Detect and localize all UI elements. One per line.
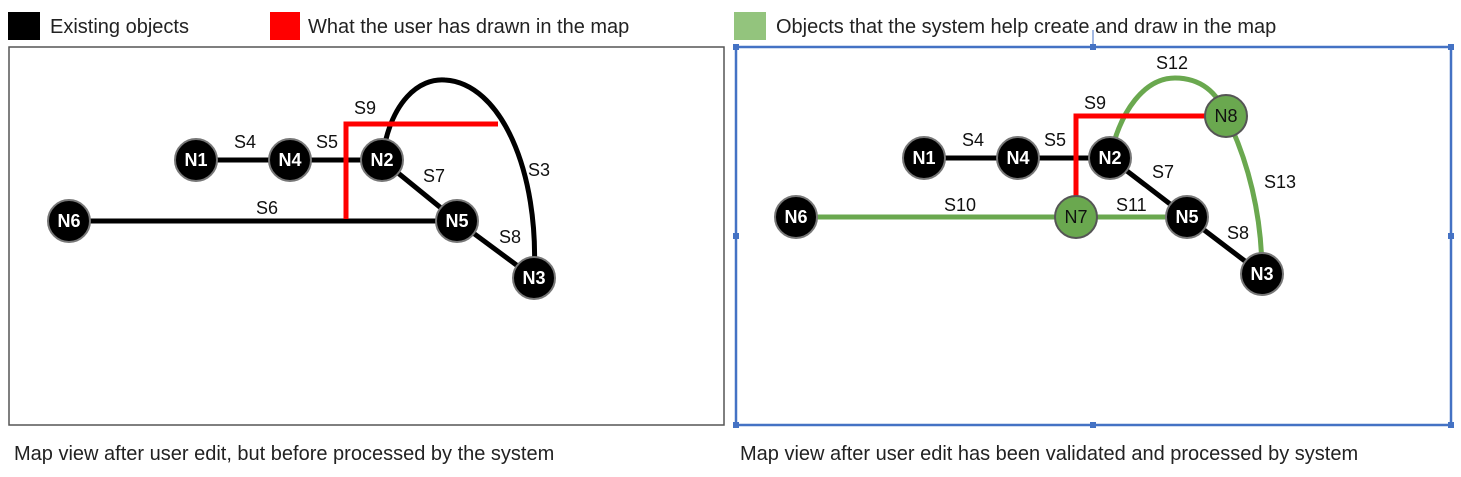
- node-label-n3: N3: [1250, 264, 1273, 284]
- node-label-n6: N6: [784, 207, 807, 227]
- node-label-n2: N2: [1098, 148, 1121, 168]
- selection-handles[interactable]: [733, 44, 1454, 428]
- legend-swatch-existing: [8, 12, 40, 40]
- legend: Existing objects What the user has drawn…: [8, 12, 1276, 40]
- panel-after: S4 S5 S9 S12 S7 S13 S10 S11 S8 N1 N4 N2 …: [733, 30, 1454, 465]
- node-n8: N8: [1204, 94, 1248, 138]
- legend-label-user: What the user has drawn in the map: [308, 16, 629, 38]
- segment-label-s4: S4: [962, 130, 984, 150]
- segment-label-s8: S8: [1227, 223, 1249, 243]
- handle-middle-left[interactable]: [733, 233, 739, 239]
- node-label-n8: N8: [1214, 106, 1237, 126]
- handle-bottom-left[interactable]: [733, 422, 739, 428]
- node-label-n1: N1: [912, 148, 935, 168]
- segment-label-s9: S9: [354, 98, 376, 118]
- segment-label-s5: S5: [316, 132, 338, 152]
- node-n5: N5: [435, 199, 479, 243]
- panel-before: S4 S5 S9 S7 S3 S6 S8 N1 N4 N2 N5 N3 N: [8, 46, 725, 465]
- node-n4: N4: [996, 136, 1040, 180]
- legend-label-existing: Existing objects: [50, 16, 189, 38]
- node-label-n4: N4: [278, 150, 301, 170]
- caption-before: Map view after user edit, but before pro…: [14, 443, 554, 465]
- segment-label-s6: S6: [256, 198, 278, 218]
- node-n1: N1: [902, 136, 946, 180]
- segment-s12: [1107, 75, 1229, 159]
- panel-after-frame[interactable]: [734, 45, 1453, 427]
- node-label-n5: N5: [445, 211, 468, 231]
- node-label-n3: N3: [522, 268, 545, 288]
- node-n2: N2: [360, 138, 404, 182]
- panel-before-frame: [8, 46, 725, 426]
- node-n7: N7: [1054, 195, 1098, 239]
- handle-bottom-center[interactable]: [1090, 422, 1096, 428]
- legend-swatch-system: [734, 12, 766, 40]
- node-n6: N6: [774, 195, 818, 239]
- segment-label-s8: S8: [499, 227, 521, 247]
- node-n2: N2: [1088, 136, 1132, 180]
- segment-label-s3: S3: [528, 160, 550, 180]
- handle-bottom-right[interactable]: [1448, 422, 1454, 428]
- node-label-n7: N7: [1064, 207, 1087, 227]
- node-label-n4: N4: [1006, 148, 1029, 168]
- segment-label-s12: S12: [1156, 53, 1188, 73]
- segment-s3: [379, 77, 538, 279]
- node-label-n2: N2: [370, 150, 393, 170]
- handle-top-left[interactable]: [733, 44, 739, 50]
- handle-top-center[interactable]: [1090, 44, 1096, 50]
- segment-label-s7: S7: [1152, 162, 1174, 182]
- node-label-n6: N6: [57, 211, 80, 231]
- segment-label-s7: S7: [423, 166, 445, 186]
- segment-label-s11: S11: [1116, 195, 1147, 215]
- user-drawn-segment-s9: [1073, 113, 1226, 217]
- handle-top-right[interactable]: [1448, 44, 1454, 50]
- node-n4: N4: [268, 138, 312, 182]
- segment-label-s4: S4: [234, 132, 256, 152]
- node-label-n1: N1: [184, 150, 207, 170]
- node-n3: N3: [512, 256, 556, 300]
- node-n6: N6: [47, 199, 91, 243]
- node-n3: N3: [1240, 252, 1284, 296]
- caption-after: Map view after user edit has been valida…: [740, 443, 1358, 465]
- legend-label-system: Objects that the system help create and …: [776, 16, 1276, 38]
- legend-swatch-user: [270, 12, 300, 40]
- segment-label-s5: S5: [1044, 130, 1066, 150]
- segment-label-s9: S9: [1084, 93, 1106, 113]
- handle-middle-right[interactable]: [1448, 233, 1454, 239]
- user-drawn-segment-s9: [343, 121, 498, 219]
- segment-label-s13: S13: [1264, 172, 1296, 192]
- segment-label-s10: S10: [944, 195, 976, 215]
- node-n1: N1: [174, 138, 218, 182]
- node-label-n5: N5: [1175, 207, 1198, 227]
- node-n5: N5: [1165, 195, 1209, 239]
